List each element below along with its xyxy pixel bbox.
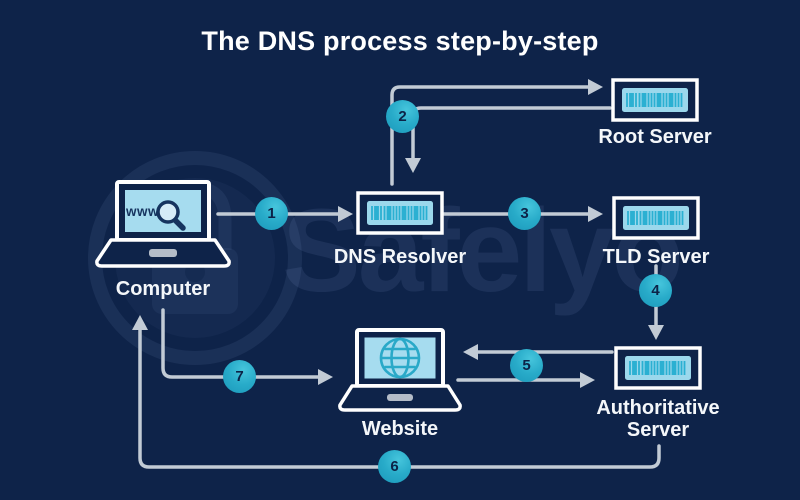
root-server-icon: [611, 78, 699, 122]
website-laptop-icon: [338, 328, 462, 412]
label-root-server: Root Server: [598, 126, 712, 148]
computer-laptop-icon: [95, 180, 231, 268]
computer-screen-text: www: [126, 204, 160, 219]
magnifier-icon: [156, 200, 186, 231]
label-website: Website: [361, 418, 439, 440]
label-dns-resolver: DNS Resolver: [333, 246, 467, 268]
label-computer: Computer: [115, 278, 211, 300]
arrow-step-2-resolver-to-root: [390, 79, 603, 186]
tld-server-icon: [612, 196, 700, 240]
step-circle-2: 2: [386, 100, 419, 133]
dns-resolver-server-icon: [356, 191, 444, 235]
step-circle-4: 4: [639, 274, 672, 307]
globe-icon: [379, 337, 421, 379]
step-circle-3: 3: [508, 197, 541, 230]
label-tld-server: TLD Server: [602, 246, 710, 268]
arrow-step-5-authoritative-to-website: [463, 344, 614, 360]
step-circle-1: 1: [255, 197, 288, 230]
label-authoritative-server: Authoritative Server: [596, 397, 720, 441]
arrow-step-7-computer-to-website: [161, 308, 333, 385]
step-circle-6: 6: [378, 450, 411, 483]
step-circle-7: 7: [223, 360, 256, 393]
authoritative-server-icon: [614, 346, 702, 390]
diagram-title: The DNS process step-by-step: [201, 26, 599, 56]
step-circle-5: 5: [510, 349, 543, 382]
